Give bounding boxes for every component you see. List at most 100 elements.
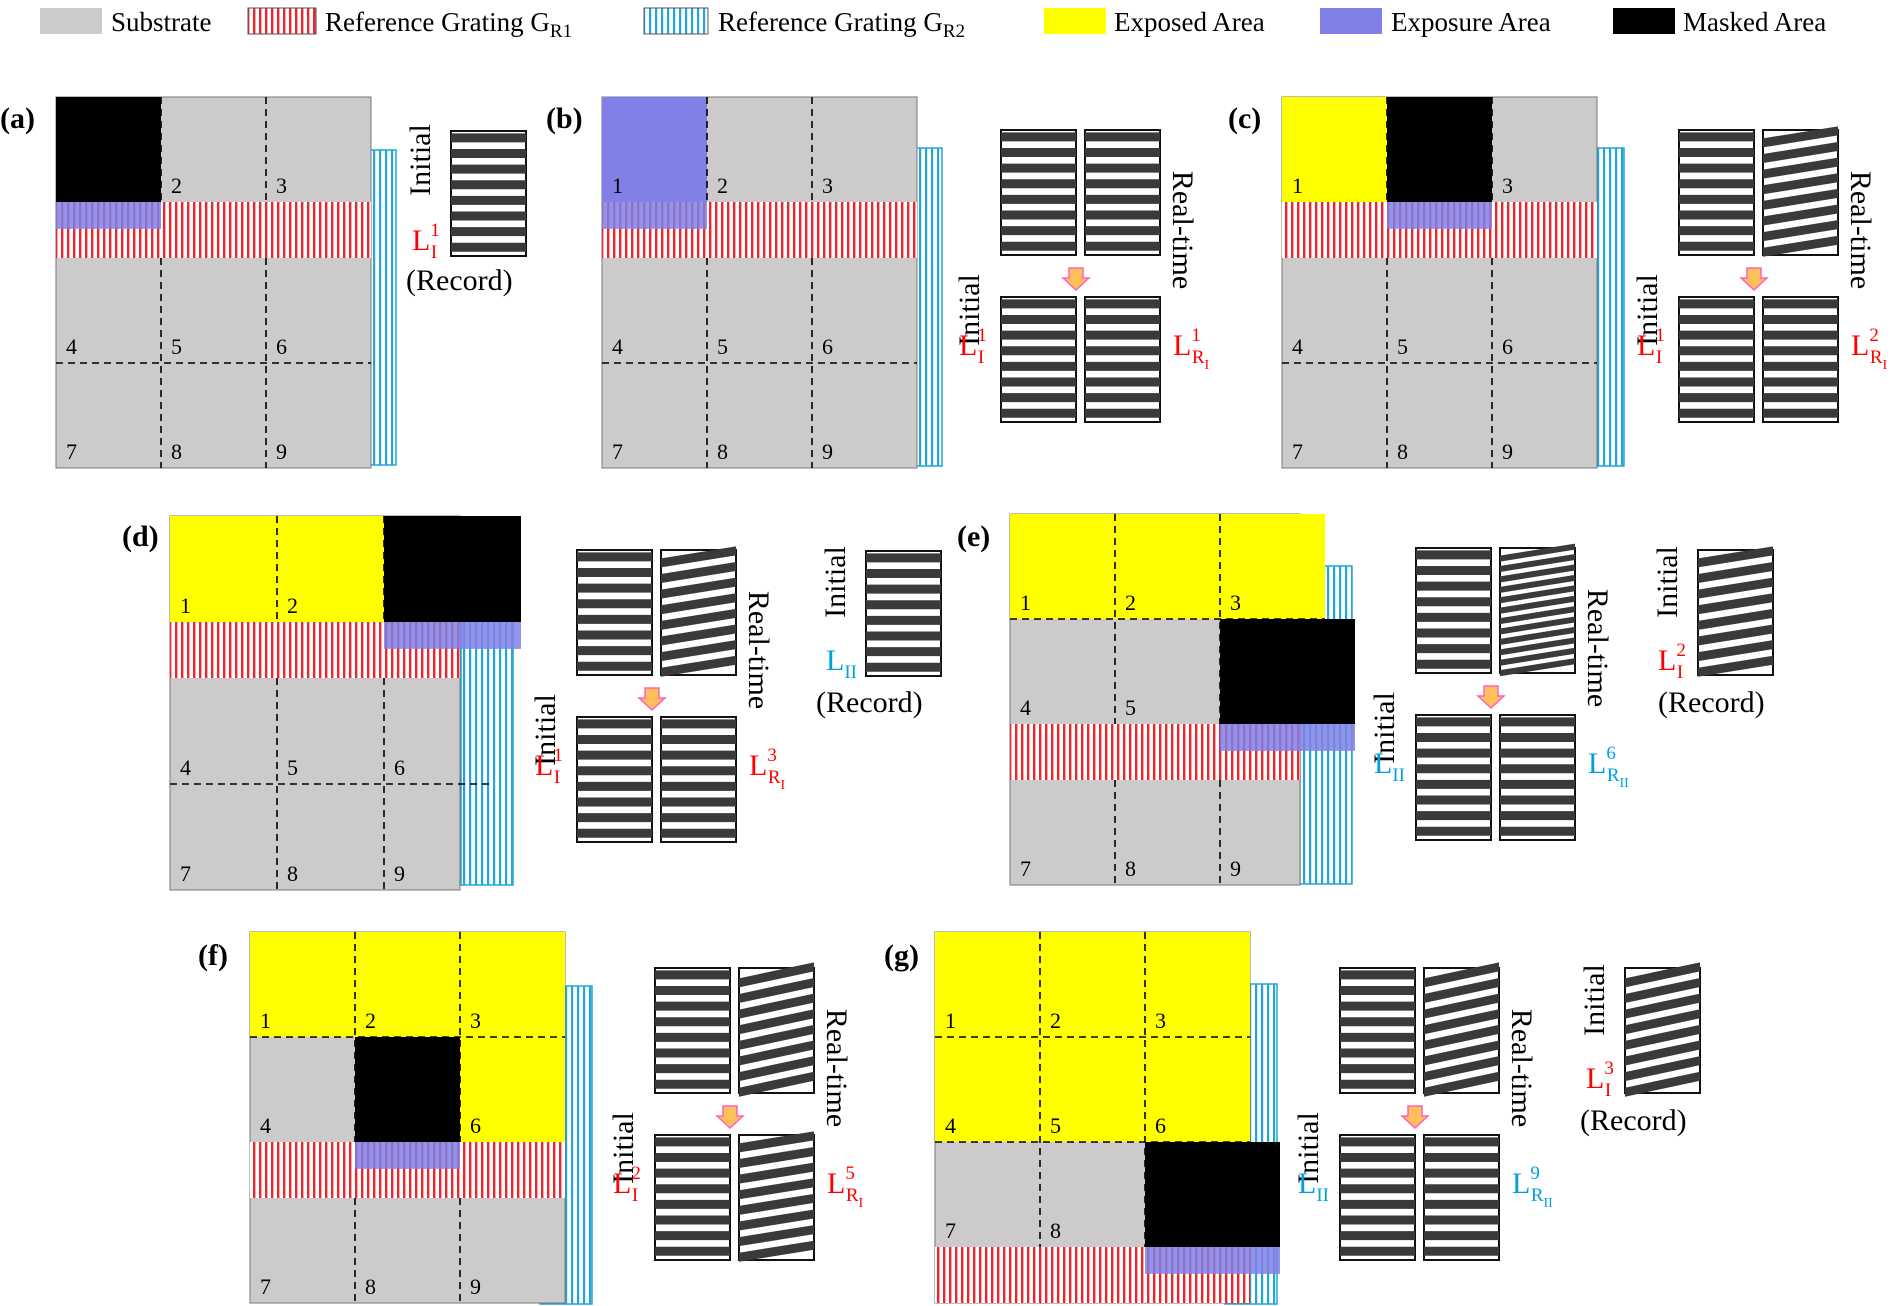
- fringe-label: LII: [826, 644, 857, 683]
- masked-area: [384, 516, 521, 622]
- cell-number: 9: [394, 861, 405, 886]
- initial-label: Initial: [953, 274, 986, 346]
- cell-number: 5: [287, 755, 298, 780]
- fringe-g-realtime-top: [1423, 962, 1500, 1097]
- fringe-b-initial-top: [1000, 129, 1077, 256]
- panel-label: (g): [884, 939, 919, 972]
- cell-number: 6: [394, 755, 405, 780]
- fringe-band: [1763, 141, 1838, 164]
- fringe-band: [451, 211, 526, 221]
- fringe-band: [1416, 597, 1491, 607]
- exposed-area: [1115, 514, 1220, 619]
- legend-swatch-masked: [1613, 8, 1675, 34]
- fringe-band: [1085, 393, 1160, 403]
- fringe-band: [1340, 1184, 1415, 1194]
- exposure-area: [491, 622, 521, 649]
- real-time-label: Real-time: [820, 1009, 853, 1127]
- fringe-band: [1340, 1001, 1415, 1011]
- legend-swatch-ref-grating-1: [247, 7, 317, 35]
- fringe-label: LII: [1298, 1167, 1329, 1206]
- fringe-band: [1424, 1040, 1499, 1066]
- fringe-band: [1500, 626, 1575, 645]
- fringe-f-initial-bottom: [654, 1134, 731, 1261]
- fringe-band: [739, 1040, 814, 1066]
- fringe-band: [1001, 226, 1076, 236]
- fringe-g-record: [1624, 962, 1701, 1097]
- fringe-band: [1340, 1064, 1415, 1074]
- exposed-area: [460, 932, 565, 1037]
- fringe-band: [1679, 314, 1754, 325]
- fringe-band: [1424, 1056, 1499, 1082]
- fringe-e-initial-bottom: [1415, 714, 1492, 841]
- fringe-band: [739, 1056, 814, 1082]
- fringe-band: [661, 561, 736, 584]
- fringe-band: [1698, 640, 1773, 662]
- cell-number: 3: [1155, 1008, 1166, 1033]
- masked-area: [1220, 619, 1355, 724]
- panel-label: (c): [1228, 102, 1261, 135]
- cell-number: 2: [365, 1008, 376, 1033]
- fringe-band: [661, 624, 736, 646]
- cell-number: 8: [717, 439, 728, 464]
- fringe-band: [655, 1199, 730, 1209]
- exposed-area: [170, 516, 277, 622]
- exposed-area: [935, 1037, 1040, 1142]
- fringe-band: [1679, 194, 1754, 204]
- exposure-area: [56, 202, 161, 229]
- exposure-area: [602, 97, 707, 202]
- fringe-band: [1416, 826, 1491, 836]
- cell-number: 8: [171, 439, 182, 464]
- initial-label: Initial: [1631, 274, 1664, 346]
- legend-masked-label: Masked Area: [1683, 7, 1826, 37]
- fringe-band: [1763, 126, 1838, 148]
- fringe-band: [1416, 581, 1491, 591]
- fringe-band: [1085, 179, 1160, 189]
- fringe-band: [1698, 624, 1773, 646]
- fringe-band: [1001, 377, 1076, 387]
- fringe-band: [577, 797, 652, 807]
- fringe-band: [655, 985, 730, 996]
- cell-number: 6: [1502, 334, 1513, 359]
- fringe-band: [1416, 612, 1491, 622]
- fringe-band: [577, 614, 652, 624]
- fringe-d-initial-top: [576, 549, 653, 676]
- fringe-band: [655, 1017, 730, 1027]
- exposure-area: [1220, 724, 1325, 751]
- fringe-band: [1763, 408, 1838, 418]
- fringe-band: [1416, 811, 1491, 821]
- cell-number: 7: [260, 1274, 271, 1299]
- fringe-band: [577, 599, 652, 609]
- fringe-band: [661, 734, 736, 745]
- fringe-band: [1001, 314, 1076, 325]
- fringe-band: [1001, 346, 1076, 356]
- fringe-b-realtime-top: [1084, 129, 1161, 256]
- exposure-area: [1387, 202, 1492, 229]
- cell-number: 5: [1125, 695, 1136, 720]
- fringe-band: [1085, 346, 1160, 356]
- exposed-area: [1010, 514, 1115, 619]
- real-time-label: Real-time: [1844, 171, 1877, 289]
- legend-swatch-exposed: [1044, 8, 1106, 34]
- fringe-d-realtime-top: [660, 546, 737, 677]
- fringe-band: [661, 766, 736, 776]
- fringe-band: [1001, 299, 1076, 309]
- fringe-band: [1085, 361, 1160, 371]
- fringe-band: [1340, 1137, 1415, 1147]
- fringe-band: [1424, 962, 1499, 988]
- fringe-band: [1763, 235, 1838, 257]
- fringe-band: [739, 1193, 814, 1215]
- fringe-c-initial-bottom: [1678, 296, 1755, 423]
- fringe-band: [1698, 546, 1773, 568]
- fringe-band: [577, 552, 652, 562]
- fringe-band: [1340, 985, 1415, 996]
- fringe-band: [1698, 608, 1773, 630]
- fringe-band: [739, 1024, 814, 1050]
